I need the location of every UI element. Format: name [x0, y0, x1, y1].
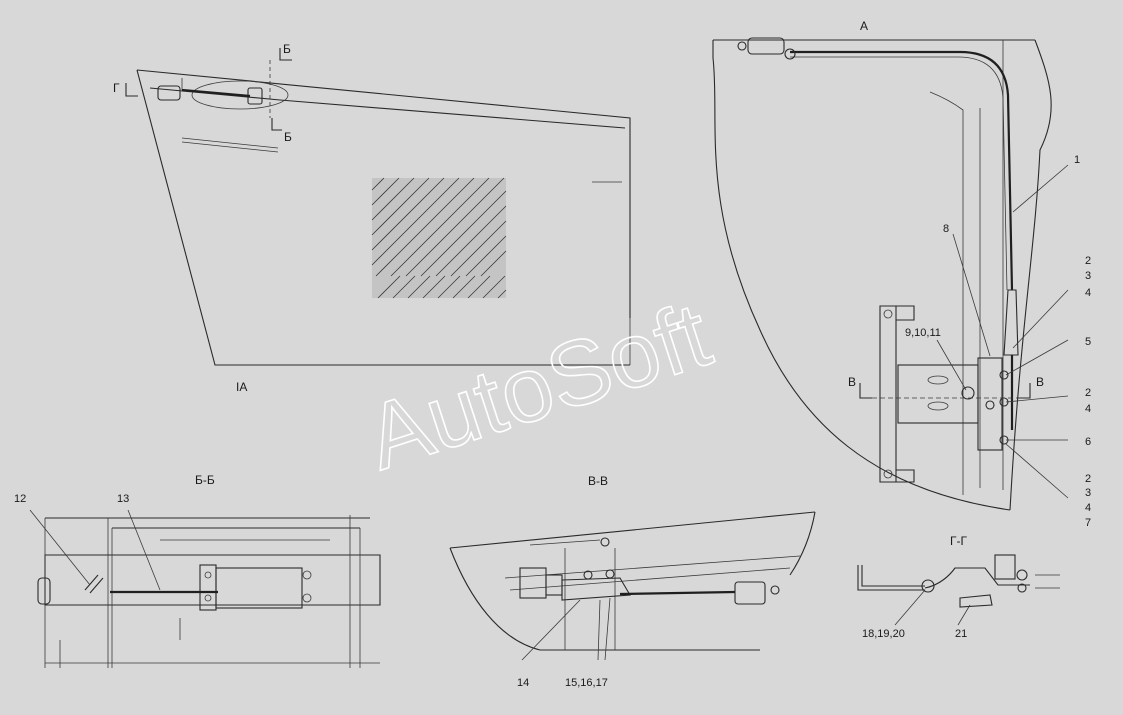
callout-3c: 3 [1085, 487, 1091, 499]
callout-3a: 3 [1085, 270, 1091, 282]
section-v-v: В-В 14 15,16,17 [449, 474, 816, 689]
watermark-text: AutoSoft [355, 284, 722, 490]
cut-label-g: Г [113, 81, 120, 95]
view-a-title: А [860, 19, 868, 33]
callout-7: 7 [1085, 517, 1091, 529]
callout-2a: 2 [1085, 255, 1091, 267]
callout-6: 6 [1085, 436, 1091, 448]
door-window-view: Б Б Г IA [113, 42, 631, 394]
callout-2b: 2 [1085, 387, 1091, 399]
section-g-g: Г-Г 18,19,20 21 [857, 534, 1060, 640]
callout-2c: 2 [1085, 473, 1091, 485]
cut-label-v-right: В [1036, 375, 1044, 389]
view-a: А 1 2 3 4 5 2 4 6 2 3 4 7 8 9,10,11 В В [712, 19, 1091, 529]
callout-5: 5 [1085, 336, 1091, 348]
section-b-b: Б-Б 12 13 [14, 473, 381, 668]
callout-8: 8 [943, 223, 949, 235]
callout-21: 21 [955, 628, 967, 640]
callout-4c: 4 [1085, 502, 1091, 514]
callout-4a: 4 [1085, 287, 1091, 299]
cut-label-b-top: Б [283, 42, 291, 56]
hatched-area [371, 177, 507, 299]
section-bb-title: Б-Б [195, 473, 215, 487]
cut-label-v-left: В [848, 375, 856, 389]
section-gg-title: Г-Г [950, 534, 967, 548]
callout-1: 1 [1074, 154, 1080, 166]
watermark: AutoSoft [354, 283, 723, 491]
view-a-label-bottom: IA [236, 380, 247, 394]
callout-18-20: 18,19,20 [862, 628, 905, 640]
callout-12: 12 [14, 493, 26, 505]
callout-14: 14 [517, 677, 529, 689]
section-vv-title: В-В [588, 474, 608, 488]
callout-13: 13 [117, 493, 129, 505]
cut-label-b-bottom: Б [284, 130, 292, 144]
callout-9-11: 9,10,11 [905, 327, 941, 339]
callout-15-17: 15,16,17 [565, 677, 608, 689]
callout-4b: 4 [1085, 403, 1091, 415]
